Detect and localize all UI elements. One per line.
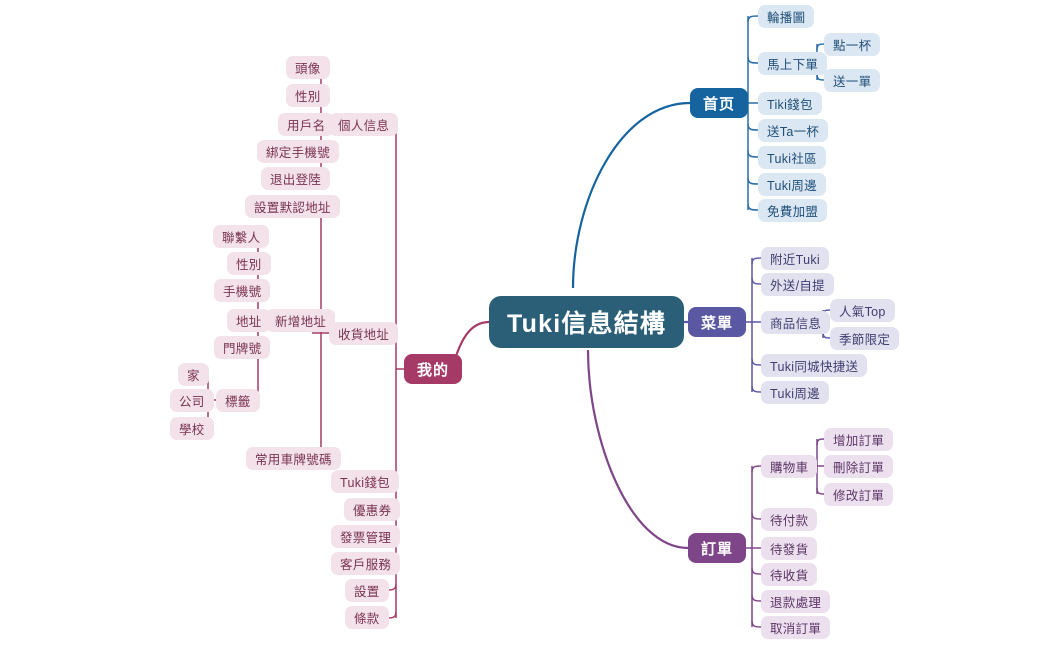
leaf-node-order-4[interactable]: 退款處理 (761, 590, 831, 613)
branch-node-order[interactable]: 訂單 (688, 533, 747, 563)
leaf-node-mine-coupon[interactable]: 優惠券 (344, 498, 401, 521)
leaf-node-order-1[interactable]: 待付款 (761, 508, 818, 531)
leaf-node-mine-username[interactable]: 用戶名 (278, 113, 335, 136)
leaf-node-mine-settings[interactable]: 設置 (345, 579, 389, 602)
leaf-node-mine-terms[interactable]: 條款 (345, 606, 389, 629)
leaf-node-order-0-1[interactable]: 刪除訂單 (824, 455, 894, 478)
leaf-node-order-0-0[interactable]: 增加訂單 (824, 428, 894, 451)
leaf-node-home-2[interactable]: Tiki錢包 (758, 92, 822, 115)
branch-node-home[interactable]: 首页 (690, 88, 749, 118)
branch-node-menu[interactable]: 菜單 (688, 307, 747, 337)
leaf-node-mine-tag-school[interactable]: 學校 (170, 417, 214, 440)
leaf-node-home-6[interactable]: 免費加盟 (758, 199, 828, 222)
leaf-node-order-0[interactable]: 購物車 (761, 455, 818, 478)
leaf-node-mine-addr-gender[interactable]: 性別 (227, 252, 271, 275)
leaf-node-mine-contact[interactable]: 聯繫人 (213, 225, 270, 248)
leaf-node-home-4[interactable]: Tuki社區 (758, 146, 826, 169)
leaf-node-mine-personal-info[interactable]: 個人信息 (329, 113, 399, 136)
leaf-node-mine-set-default-address[interactable]: 設置默認地址 (245, 195, 340, 218)
leaf-node-mine-shipping-address[interactable]: 收貨地址 (329, 322, 399, 345)
leaf-node-menu-4[interactable]: Tuki周邊 (761, 381, 829, 404)
leaf-node-home-0[interactable]: 輪播圖 (758, 5, 815, 28)
leaf-node-mine-plate-number[interactable]: 常用車牌號碼 (246, 447, 341, 470)
leaf-node-mine-gender[interactable]: 性別 (286, 84, 330, 107)
leaf-node-mine-add-address[interactable]: 新增地址 (266, 309, 336, 332)
leaf-node-order-2[interactable]: 待發貨 (761, 537, 818, 560)
link-root-home (571, 101, 691, 289)
leaf-node-home-3[interactable]: 送Ta一杯 (758, 119, 829, 142)
leaf-node-home-1-0[interactable]: 點一杯 (824, 33, 881, 56)
leaf-node-mine-logout[interactable]: 退出登陸 (261, 167, 331, 190)
leaf-node-menu-2-0[interactable]: 人氣Top (830, 299, 895, 322)
leaf-node-home-5[interactable]: Tuki周邊 (758, 173, 826, 196)
leaf-node-home-1[interactable]: 馬上下單 (758, 52, 828, 75)
leaf-node-mine-tag-home[interactable]: 家 (178, 363, 209, 386)
leaf-node-order-0-2[interactable]: 修改訂單 (824, 483, 894, 506)
leaf-node-mine-tag-company[interactable]: 公司 (170, 389, 214, 412)
leaf-node-mine-door-number[interactable]: 門牌號 (214, 336, 271, 359)
leaf-node-menu-2[interactable]: 商品信息 (761, 311, 831, 334)
leaf-node-home-1-1[interactable]: 送一單 (824, 69, 881, 92)
leaf-node-menu-3[interactable]: Tuki同城快捷送 (761, 354, 868, 377)
leaf-node-mine-avatar[interactable]: 頭像 (286, 56, 330, 79)
leaf-node-mine-bind-phone[interactable]: 綁定手機號 (257, 140, 340, 163)
branch-node-mine[interactable]: 我的 (404, 354, 463, 384)
leaf-node-mine-invoice[interactable]: 發票管理 (331, 525, 401, 548)
leaf-node-order-5[interactable]: 取消訂單 (761, 616, 831, 639)
leaf-node-mine-tag[interactable]: 標籤 (216, 389, 260, 412)
leaf-node-mine-address[interactable]: 地址 (227, 309, 271, 332)
leaf-node-mine-support[interactable]: 客戶服務 (331, 552, 401, 575)
leaf-node-order-3[interactable]: 待收貨 (761, 563, 818, 586)
leaf-node-menu-0[interactable]: 附近Tuki (761, 247, 829, 270)
link-root-order (586, 349, 689, 550)
leaf-node-menu-2-1[interactable]: 季節限定 (830, 327, 900, 350)
leaf-node-mine-wallet[interactable]: Tuki錢包 (331, 470, 399, 493)
leaf-node-menu-1[interactable]: 外送/自提 (761, 273, 834, 296)
leaf-node-mine-phone[interactable]: 手機號 (214, 279, 271, 302)
root-node[interactable]: Tuki信息結構 (489, 296, 685, 348)
